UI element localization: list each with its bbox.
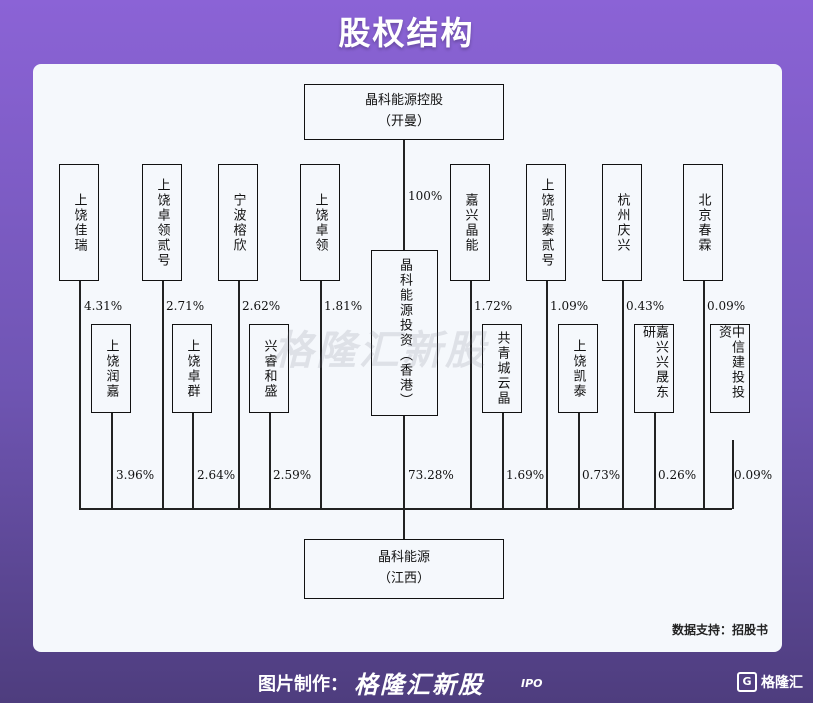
wire: [269, 412, 271, 509]
wire: [162, 280, 164, 509]
ownership-panel: 晶科能源控股 （开曼） 100% 晶科能源投资 （香港） 73.28% 晶科能源…: [33, 64, 782, 652]
shareholder-pct: 0.26%: [658, 468, 697, 482]
wire: [654, 412, 656, 509]
wire: [703, 280, 705, 509]
hk-holding-box: 晶科能源投资 （香港）: [371, 250, 438, 416]
shareholder-pct: 1.69%: [506, 468, 545, 482]
shareholder-box: 共青城云晶: [482, 324, 522, 413]
shareholder-pct: 0.43%: [626, 299, 665, 313]
top-holding-pct: 100%: [408, 189, 443, 203]
top-holding-name: 晶科能源控股: [364, 93, 443, 109]
page-title: 股权结构: [338, 14, 475, 52]
wire: [732, 440, 734, 509]
wire: [238, 280, 240, 509]
wire: [546, 280, 548, 509]
shareholder-pct: 1.09%: [550, 299, 589, 313]
shareholder-box: 上饶佳瑞: [59, 164, 99, 281]
wire: [111, 412, 113, 509]
data-source: 数据支持：招股书: [671, 623, 768, 637]
footer: 图片制作： 格隆汇新股 IPO G 格隆汇: [0, 664, 813, 703]
wire: [192, 412, 194, 509]
wire: [403, 416, 405, 540]
shareholder-box: 上饶凯泰: [558, 324, 598, 413]
shareholder-pct: 2.59%: [273, 468, 312, 482]
target-company-box: 晶科能源 （江西）: [304, 539, 504, 599]
shareholder-pct: 0.73%: [582, 468, 621, 482]
shareholder-box: 宁波榕欣: [218, 164, 258, 281]
footer-brand: 格隆汇新股: [354, 671, 484, 699]
footer-made-by: 图片制作：: [258, 674, 348, 695]
shareholder-pct: 1.72%: [474, 299, 513, 313]
hk-holding-name: 晶科能源投资: [397, 258, 412, 348]
shareholder-pct: 2.64%: [197, 468, 236, 482]
shareholder-box: 嘉兴兴晟东研: [634, 324, 674, 413]
shareholder-box: 上饶卓领: [300, 164, 340, 281]
footer-ipo: IPO: [521, 677, 543, 690]
wire: [79, 280, 81, 509]
shareholder-box: 上饶卓领贰号: [142, 164, 182, 281]
logo-text: 格隆汇: [761, 675, 803, 691]
shareholder-box: 上饶凯泰贰号: [526, 164, 566, 281]
shareholder-pct: 0.09%: [734, 468, 773, 482]
shareholder-box: 杭州庆兴: [602, 164, 642, 281]
hk-holding-pct: 73.28%: [408, 468, 454, 482]
top-holding-sub: （开曼）: [377, 114, 430, 129]
target-company-sub: （江西）: [377, 571, 430, 586]
wire: [578, 412, 580, 509]
shareholder-box: 嘉兴晶能: [450, 164, 490, 281]
target-company-name: 晶科能源: [377, 550, 430, 566]
shareholder-pct: 2.71%: [166, 299, 205, 313]
wire: [403, 139, 405, 252]
footer-logo: G 格隆汇: [737, 672, 803, 692]
logo-icon: G: [737, 672, 757, 692]
shareholder-box: 上饶卓群: [172, 324, 212, 413]
wire: [502, 412, 504, 509]
shareholder-pct: 1.81%: [324, 299, 363, 313]
hk-holding-sub: （香港）: [397, 348, 412, 408]
shareholder-pct: 2.62%: [242, 299, 281, 313]
wire: [622, 280, 624, 509]
shareholder-pct: 3.96%: [116, 468, 155, 482]
shareholder-box: 中信建投投资: [710, 324, 750, 413]
shareholder-pct: 0.09%: [707, 299, 746, 313]
shareholder-pct: 4.31%: [84, 299, 123, 313]
shareholder-box: 上饶润嘉: [91, 324, 131, 413]
wire: [320, 280, 322, 509]
bus-line: [79, 508, 732, 510]
shareholder-box: 兴睿和盛: [249, 324, 289, 413]
shareholder-box: 北京春霖: [683, 164, 723, 281]
top-holding-box: 晶科能源控股 （开曼）: [304, 84, 504, 140]
wire: [470, 280, 472, 509]
